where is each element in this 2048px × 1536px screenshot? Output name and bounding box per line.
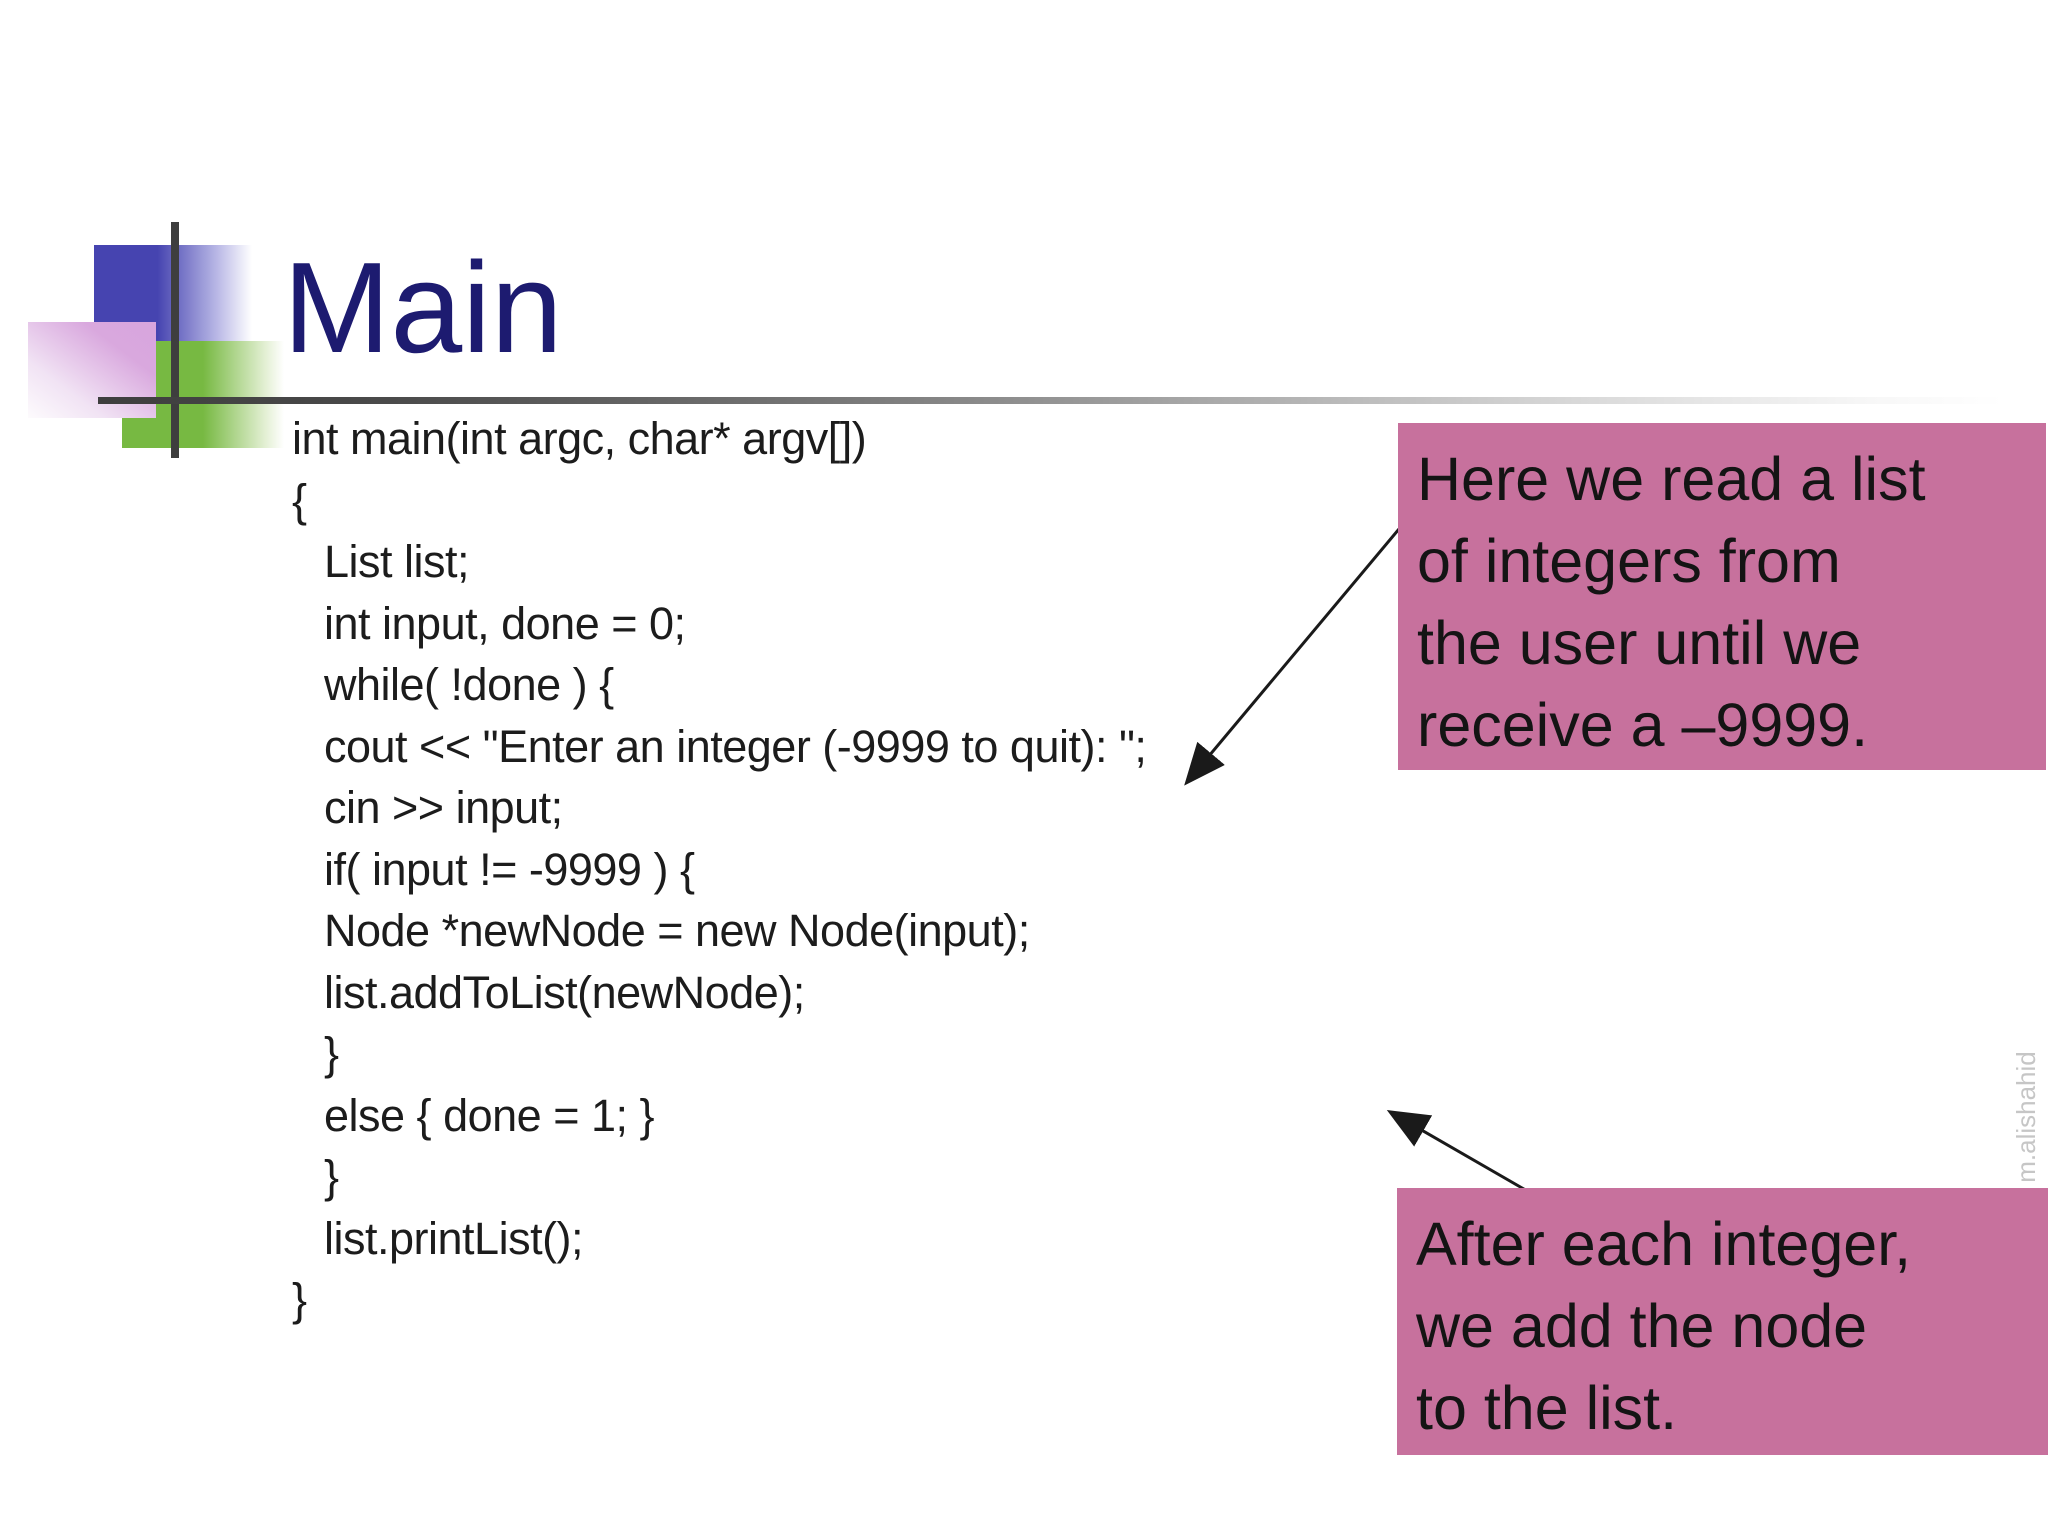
code-block: int main(int argc, char* argv[]) { List li… xyxy=(292,408,1147,1331)
watermark-text: m.alishahid xyxy=(2011,1051,2041,1183)
code-line: Node *newNode = new Node(input); xyxy=(324,905,1030,956)
code-line: list.printList(); xyxy=(324,1212,584,1264)
code-line: } xyxy=(324,1151,339,1202)
code-line: } xyxy=(292,1274,307,1325)
callout-line: we add the node xyxy=(1416,1292,1868,1360)
callout-line: to the list. xyxy=(1416,1374,1678,1442)
arrow-to-cout-line xyxy=(1184,528,1401,786)
code-line: if( input != -9999 ) { xyxy=(324,843,695,895)
callout-line: After each integer, xyxy=(1416,1210,1912,1278)
code-line: int main(int argc, char* argv[]) xyxy=(292,413,867,464)
code-line: while( !done ) { xyxy=(324,659,614,710)
code-line: List list; xyxy=(324,536,470,587)
code-line: cout << "Enter an integer (-9999 to quit… xyxy=(324,720,1147,772)
code-line: else { done = 1; } xyxy=(324,1089,655,1141)
callout-line: receive a –9999. xyxy=(1417,691,1869,759)
callout-read-list: Here we read a list of integers from the u… xyxy=(1398,423,2046,770)
callout-line: Here we read a list xyxy=(1417,445,1926,513)
code-line: list.addToList(newNode); xyxy=(324,966,805,1018)
callout-line: the user until we xyxy=(1417,609,1862,677)
slide-title: Main xyxy=(283,236,563,380)
logo-vertical-line xyxy=(171,222,179,458)
callout-add-node: After each integer, we add the node to the… xyxy=(1397,1188,2048,1455)
callout-line: of integers from xyxy=(1417,527,1841,595)
title-underline-rule xyxy=(98,397,2003,404)
code-line: cin >> input; xyxy=(324,782,563,833)
code-line: int input, done = 0; xyxy=(324,597,686,649)
code-line: } xyxy=(324,1028,339,1079)
code-line: { xyxy=(292,474,307,526)
